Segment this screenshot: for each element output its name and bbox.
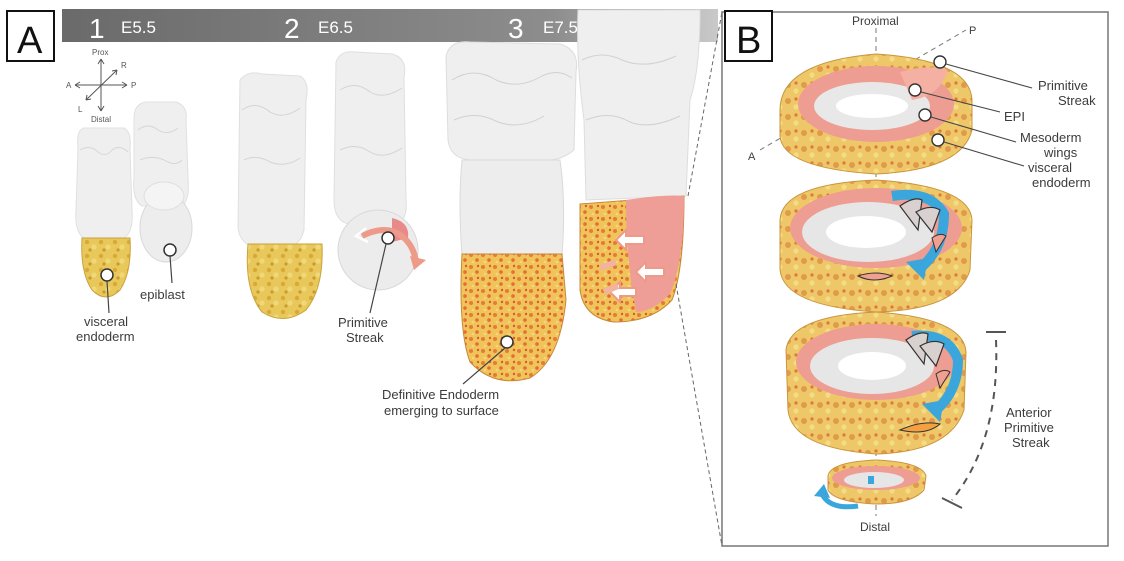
connector-top <box>687 11 723 197</box>
marker-meso-b <box>918 108 932 122</box>
label-visceral-2: endoderm <box>76 329 135 344</box>
label-b-meso-1: Mesoderm <box>1020 130 1081 145</box>
leader-epiblast <box>169 255 173 284</box>
label-proximal: Proximal <box>852 14 899 28</box>
compass-l: L <box>78 105 83 114</box>
label-ps-2: Streak <box>346 330 384 345</box>
leader-definitive-endoderm <box>462 347 506 385</box>
compass-r: R <box>121 61 127 70</box>
label-visceral-1: visceral <box>84 314 128 329</box>
panel-a-frame <box>6 10 55 62</box>
connector-bottom <box>675 283 723 547</box>
panel-b: B Proximal Distal P A Primitive Streak E… <box>721 10 1109 547</box>
embryo-e6-5-epiblast <box>333 51 426 291</box>
compass-a: A <box>66 81 72 90</box>
label-de-1: Definitive Endoderm <box>382 387 499 402</box>
label-b-ve-2: endoderm <box>1032 175 1091 190</box>
embryo-e5-5-outer <box>75 127 133 298</box>
label-axis-p: P <box>969 25 976 37</box>
marker-epiblast <box>163 243 177 257</box>
panel-b-letter-box <box>724 10 773 62</box>
stage-3-day: E7.5 <box>543 18 578 37</box>
arrow-streak-motion <box>360 227 419 263</box>
compass-p: P <box>131 81 136 90</box>
stage-1-day: E5.5 <box>121 18 156 37</box>
embryo-e5-5-epiblast <box>133 101 193 263</box>
marker-visceral-endoderm <box>100 268 114 282</box>
label-axis-a: A <box>748 151 756 163</box>
label-de-2: emerging to surface <box>384 403 499 418</box>
aps-bracket <box>941 331 1006 509</box>
panel-a-letter: A <box>17 20 43 62</box>
leaders-b <box>920 63 1033 167</box>
panel-a: A 1 E5.5 2 E6.5 3 E7.5 Prox Distal A P R… <box>6 9 723 547</box>
label-b-ve-1: visceral <box>1028 160 1072 175</box>
compass-rose <box>74 58 128 112</box>
section-ring-2 <box>779 179 973 313</box>
leader-visceral-endoderm <box>106 280 110 314</box>
section-ring-3 <box>785 311 967 455</box>
embryo-e7-5-front <box>445 41 578 382</box>
compass-prox: Prox <box>92 48 108 57</box>
compass-distal: Distal <box>91 115 111 124</box>
embryo-e7-5-side <box>577 9 701 323</box>
panel-b-letter: B <box>736 20 761 62</box>
label-ps-1: Primitive <box>338 315 388 330</box>
label-b-ps-2: Streak <box>1058 93 1096 108</box>
stage-2-day: E6.5 <box>318 18 353 37</box>
marker-ps-b <box>933 55 947 69</box>
leader-primitive-streak-a <box>369 243 387 314</box>
label-b-ps-1: Primitive <box>1038 78 1088 93</box>
embryo-e6-5-outer <box>237 72 323 319</box>
stage-2-number: 2 <box>284 13 300 44</box>
section-tip <box>814 459 927 510</box>
label-b-epi: EPI <box>1004 109 1025 124</box>
section-ring-1 <box>779 53 973 175</box>
marker-ve-b <box>931 133 945 147</box>
marker-primitive-streak-a <box>381 231 395 245</box>
stage-3-number: 3 <box>508 13 524 44</box>
marker-epi-b <box>908 83 922 97</box>
stage-1-number: 1 <box>89 13 105 44</box>
label-distal: Distal <box>860 520 890 534</box>
label-epiblast: epiblast <box>140 287 185 302</box>
marker-definitive-endoderm <box>500 335 514 349</box>
label-aps-3: Streak <box>1012 435 1050 450</box>
label-b-meso-2: wings <box>1043 145 1078 160</box>
label-aps-2: Primitive <box>1004 420 1054 435</box>
label-aps-1: Anterior <box>1006 405 1052 420</box>
